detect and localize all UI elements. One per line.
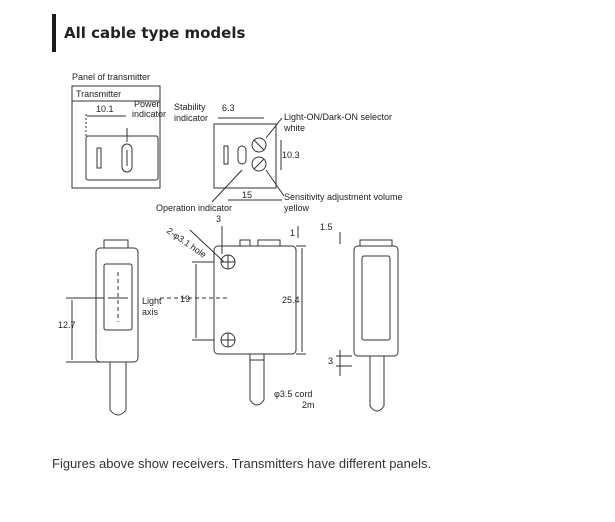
cord-label-1: φ3.5 cord	[274, 389, 312, 399]
dim-10-3: 10.3	[282, 150, 300, 160]
dim-3-bottom: 3	[328, 356, 333, 366]
transmitter-panel-face	[85, 135, 159, 181]
heading-accent-bar	[52, 14, 56, 52]
dim-10-1: 10.1	[96, 104, 114, 114]
sensitivity-knob	[251, 156, 267, 172]
receiver-panel-face	[213, 123, 277, 189]
transmitter-lens	[121, 143, 133, 173]
dim-3-top: 3	[216, 214, 221, 224]
power-indicator-label-2: indicator	[132, 109, 166, 119]
transmitter-panel-box	[71, 85, 161, 189]
cord-label-2: 2m	[302, 400, 315, 410]
selector-label-2: white	[283, 123, 305, 133]
dim-19: 19	[180, 294, 190, 304]
panel-title: Panel of transmitter	[72, 72, 150, 82]
stability-indicator-label-2: indicator	[174, 113, 208, 123]
operation-indicator-lamp	[237, 145, 247, 165]
light-axis-label-2: axis	[142, 307, 159, 317]
power-indicator-label-1: Power	[134, 99, 160, 109]
dim-6-3: 6.3	[222, 103, 235, 113]
dim-15: 15	[242, 190, 252, 200]
dim-25-4: 25.4	[282, 295, 300, 305]
sensitivity-label-2: yellow	[284, 203, 310, 213]
dim-12-7: 12.7	[58, 320, 76, 330]
section-heading: All cable type models	[52, 14, 592, 54]
hole-label: 2-φ3.1 hole	[165, 225, 208, 260]
receiver-side-window	[103, 263, 133, 331]
stability-indicator-lamp	[223, 145, 229, 165]
operation-indicator-label: Operation indicator	[156, 203, 232, 213]
dim-1-5: 1.5	[320, 222, 333, 232]
transmitter-power-indicator	[96, 147, 102, 169]
transmitter-label: Transmitter	[76, 89, 121, 99]
stability-indicator-label-1: Stability	[174, 102, 206, 112]
section-title: All cable type models	[64, 24, 246, 42]
figure-caption: Figures above show receivers. Transmitte…	[52, 456, 432, 471]
selector-knob	[251, 137, 267, 153]
receiver-right-window	[361, 255, 391, 341]
dim-1: 1	[290, 228, 295, 238]
selector-label-1: Light-ON/Dark-ON selector	[284, 112, 392, 122]
sensitivity-label-1: Sensitivity adjustment volume	[284, 192, 403, 202]
light-axis-label-1: Light	[142, 296, 162, 306]
